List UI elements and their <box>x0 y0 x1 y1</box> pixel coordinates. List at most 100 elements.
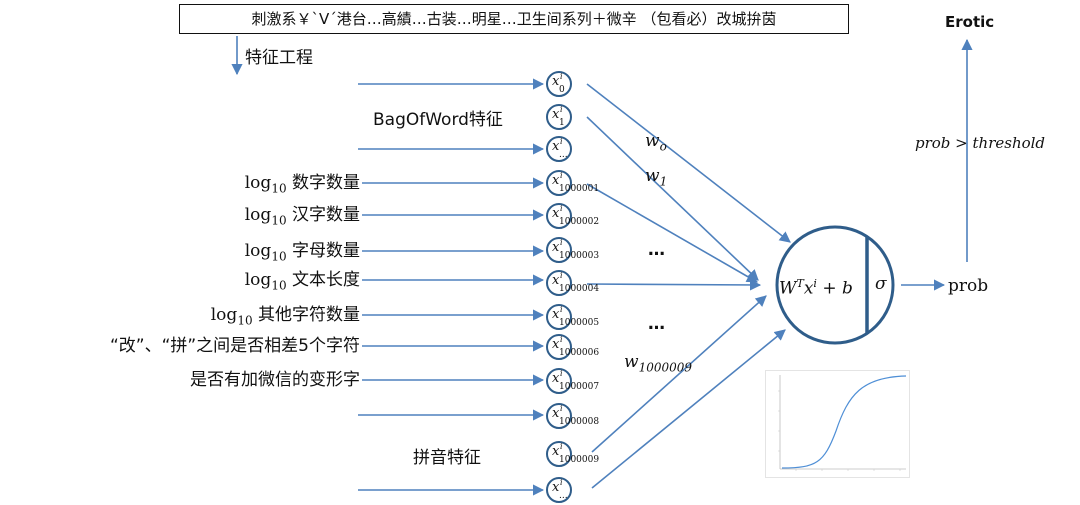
feature-engineering-label: 特征工程 <box>245 48 313 68</box>
node-sub: 1000009 <box>559 455 600 465</box>
sigmoid-curve <box>781 375 907 469</box>
node-sup: i <box>560 271 563 280</box>
node-sub: 1000001 <box>559 184 600 194</box>
feature-hanzi-count: log10 汉字数量 <box>245 205 360 230</box>
node-sup: i <box>560 105 563 114</box>
node-sub: 0 <box>559 85 565 95</box>
node-sub: 1000004 <box>559 284 600 294</box>
node-sub: ... <box>559 150 568 160</box>
log-base: log <box>244 205 272 225</box>
feature-text-length: log10 文本长度 <box>245 270 360 295</box>
node-sub: 1000005 <box>559 318 600 328</box>
node-var: x <box>552 273 560 288</box>
weight-ellipsis-top: … <box>648 240 665 260</box>
weight-arrows <box>586 83 791 489</box>
node-sup: i <box>560 305 563 314</box>
node-sub: 1000007 <box>559 382 600 392</box>
log-base: log <box>244 270 272 290</box>
weight-line-x1000004 <box>586 279 762 291</box>
node-var: x <box>552 139 560 154</box>
node-var: x <box>552 406 560 421</box>
node-var: x <box>552 74 560 89</box>
feature-text: 文本长度 <box>292 270 360 290</box>
weight-line-x1000001 <box>586 183 758 283</box>
pinyin-label: 拼音特征 <box>413 448 481 468</box>
weight-ellipsis-bottom: … <box>648 314 665 334</box>
node-sub: 1000003 <box>559 251 600 261</box>
node-sup: i <box>560 335 563 344</box>
input-text-box: 刺激系￥`V´港台…高績…古装…明星…卫生间系列＋微辛 （包看必）改城拚茵 <box>179 4 849 34</box>
node-var: x <box>552 480 560 495</box>
feature-other-char-count: log10 其他字符数量 <box>211 305 360 330</box>
node-sup: i <box>560 442 563 451</box>
node-var: x <box>552 307 560 322</box>
node-var: x <box>552 173 560 188</box>
feature-text: 数字数量 <box>292 173 360 193</box>
log-base: log <box>210 305 238 325</box>
node-sup: i <box>560 404 563 413</box>
node-sup: i <box>560 369 563 378</box>
feature-text: 其他字符数量 <box>258 305 360 325</box>
node-var: x <box>552 371 560 386</box>
prob-label: prob <box>948 276 989 296</box>
log-sub: 10 <box>271 213 287 228</box>
node-sub: 1000006 <box>559 348 600 358</box>
node-sup: i <box>560 204 563 213</box>
node-sup: i <box>560 478 563 487</box>
feature-gap-check: “改”、“拼”之间是否相差5个字符 <box>109 336 360 356</box>
log-sub: 10 <box>271 249 287 264</box>
feature-text: 汉字数量 <box>292 205 360 225</box>
feature-arrows <box>231 36 545 496</box>
node-var: x <box>552 240 560 255</box>
output-erotic-label: Erotic <box>945 13 995 31</box>
bag-of-words-label: BagOfWord特征 <box>373 110 503 130</box>
node-sup: i <box>560 72 563 81</box>
node-var: x <box>552 206 560 221</box>
output-arrows <box>901 38 973 291</box>
node-sub: 1 <box>559 118 565 128</box>
neuron-circle <box>775 225 895 345</box>
log-sub: 10 <box>271 181 287 196</box>
weight-line-x0 <box>586 83 791 243</box>
node-sup: i <box>560 137 563 146</box>
threshold-condition: prob > threshold <box>915 134 1046 152</box>
neuron-formula: WTxi + b <box>779 277 853 299</box>
weight-line-x1000009 <box>591 295 767 453</box>
feature-letter-count: log10 字母数量 <box>245 241 360 266</box>
log-base: log <box>244 241 272 261</box>
node-sup: i <box>560 171 563 180</box>
weight-label-w1: w1 <box>645 166 668 189</box>
node-sub: 1000002 <box>559 217 600 227</box>
node-sub: 1000008 <box>559 417 600 427</box>
node-sup: i <box>560 238 563 247</box>
node-var: x <box>552 444 560 459</box>
feature-text: 字母数量 <box>292 241 360 261</box>
log-base: log <box>244 173 272 193</box>
sigmoid-plot <box>765 370 910 478</box>
weight-line-xlast <box>591 329 786 489</box>
node-var: x <box>552 107 560 122</box>
node-sub: ... <box>559 491 568 501</box>
weight-label-w0: wo <box>645 131 667 154</box>
weight-line-x1 <box>586 116 759 281</box>
activation-sigma: σ <box>875 274 887 294</box>
feature-digit-count: log10 数字数量 <box>245 173 360 198</box>
node-var: x <box>552 337 560 352</box>
log-sub: 10 <box>271 278 287 293</box>
log-sub: 10 <box>237 313 253 328</box>
feature-variant-check: 是否有加微信的变形字 <box>190 370 360 390</box>
